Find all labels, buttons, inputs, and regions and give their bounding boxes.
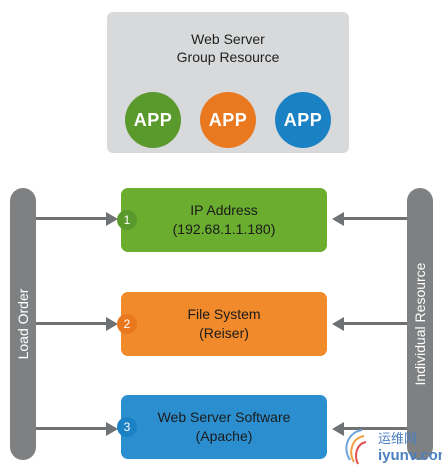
arrow-left-1-line (36, 217, 108, 220)
resource-1-line2: (192.68.1.1.180) (172, 221, 276, 237)
watermark-wave-icon (345, 429, 367, 465)
group-title-line2: Group Resource (176, 49, 280, 65)
arrow-right-2-head (332, 317, 344, 331)
resource-number-2: 2 (117, 314, 137, 334)
watermark-line2: iyunv.com (378, 447, 442, 464)
arrow-left-1-head (106, 212, 118, 226)
resource-2-line1: File System (187, 306, 261, 322)
resource-number-3: 3 (117, 417, 137, 437)
app-circle-orange: APP (200, 92, 256, 148)
resource-1-line1: IP Address (190, 202, 258, 218)
arrow-left-3-line (36, 427, 108, 430)
app-circle-blue: APP (275, 92, 331, 148)
watermark-logo: 运维网 iyunv.com (340, 420, 442, 470)
load-order-label: Load Order (15, 288, 31, 360)
resource-3-line1: Web Server Software (157, 409, 291, 425)
arrow-left-2-line (36, 322, 108, 325)
arrow-right-3-head (332, 422, 344, 436)
watermark-line1: 运维网 (378, 431, 418, 446)
resource-box-web-server-software: 3 Web Server Software (Apache) (117, 395, 327, 459)
arrow-left-2-head (106, 317, 118, 331)
resource-2-line2: (Reiser) (199, 325, 249, 341)
individual-resource-bar: Individual Resource (407, 188, 433, 460)
arrow-right-3-line (343, 427, 407, 430)
resource-3-line2: (Apache) (195, 428, 253, 444)
resource-number-1: 1 (117, 210, 137, 230)
load-order-bar: Load Order (10, 188, 36, 460)
group-title: Web Server Group Resource (107, 30, 349, 66)
arrow-right-2-line (343, 322, 407, 325)
arrow-left-3-head (106, 422, 118, 436)
resource-box-file-system: 2 File System (Reiser) (117, 292, 327, 356)
individual-resource-label: Individual Resource (412, 262, 428, 386)
resource-box-ip-address: 1 IP Address (192.68.1.1.180) (117, 188, 327, 252)
arrow-right-1-head (332, 212, 344, 226)
group-title-line1: Web Server (191, 31, 265, 47)
arrow-right-1-line (343, 217, 407, 220)
app-circle-green: APP (125, 92, 181, 148)
group-resource-box: Web Server Group Resource APP APP APP (107, 12, 349, 153)
